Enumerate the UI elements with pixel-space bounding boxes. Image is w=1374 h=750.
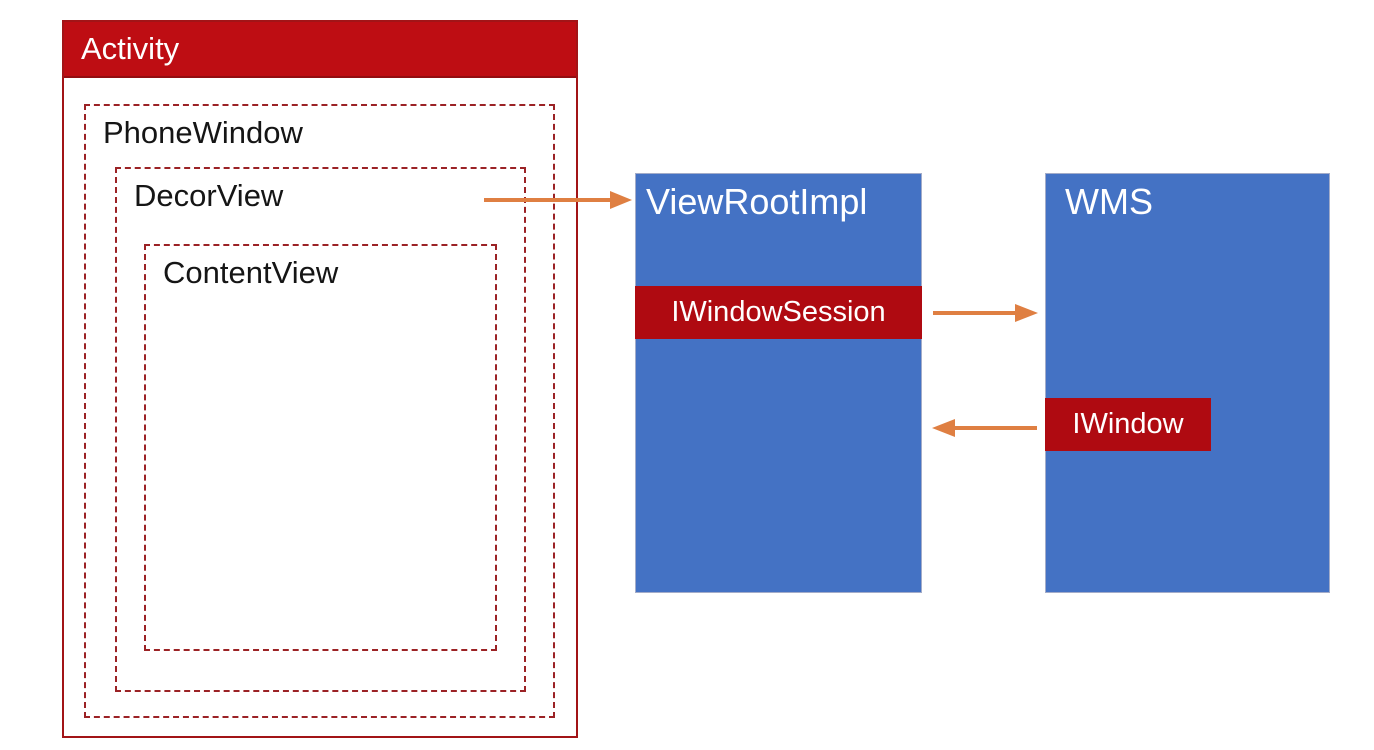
decorview-box: DecorView ContentView [115, 167, 526, 692]
viewrootimpl-title: ViewRootImpl [646, 181, 868, 222]
viewrootimpl-box: ViewRootImpl IWindowSession [635, 173, 922, 593]
phonewindow-label: PhoneWindow [103, 115, 303, 150]
arrow-iwindowsession-to-wms-icon [933, 304, 1038, 322]
contentview-box: ContentView [144, 244, 497, 651]
wms-title: WMS [1065, 181, 1153, 222]
iwindow-band: IWindow [1045, 398, 1211, 451]
iwindowsession-band: IWindowSession [635, 286, 922, 339]
wms-box: WMS IWindow [1045, 173, 1330, 593]
activity-title: Activity [81, 31, 180, 66]
decorview-label: DecorView [134, 178, 284, 213]
activity-header: Activity [64, 22, 576, 78]
contentview-label: ContentView [163, 255, 339, 290]
arrow-iwindow-to-viewrootimpl-icon [932, 419, 1037, 437]
phonewindow-box: PhoneWindow DecorView ContentView [84, 104, 555, 718]
activity-box: Activity PhoneWindow DecorView ContentVi… [62, 20, 578, 738]
